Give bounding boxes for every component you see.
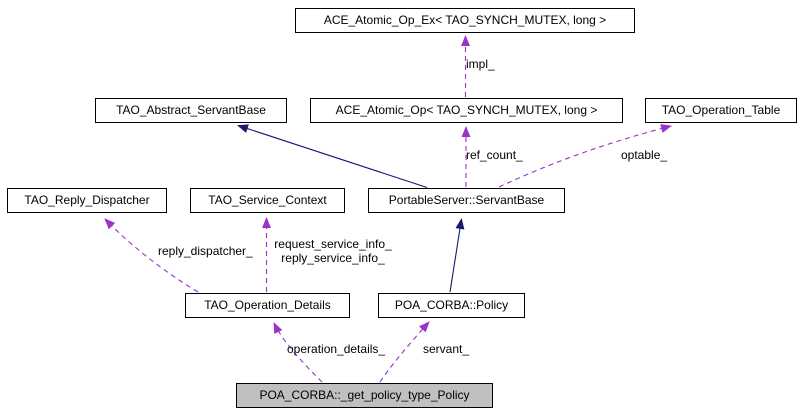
- edge-label-reply-service-info: reply_service_info_: [281, 251, 385, 265]
- node-ace-atomic-op[interactable]: ACE_Atomic_Op< TAO_SYNCH_MUTEX, long >: [310, 98, 623, 123]
- edge-label-service-info: request_service_info_ reply_service_info…: [263, 237, 403, 265]
- node-tao-abstract-servantbase[interactable]: TAO_Abstract_ServantBase: [95, 98, 287, 123]
- node-ace-atomic-op-ex[interactable]: ACE_Atomic_Op_Ex< TAO_SYNCH_MUTEX, long …: [295, 8, 635, 33]
- edge-label-ref-count: ref_count_: [466, 148, 523, 162]
- node-tao-operation-table[interactable]: TAO_Operation_Table: [645, 98, 797, 123]
- node-tao-service-context[interactable]: TAO_Service_Context: [190, 188, 345, 213]
- edge-servant-arrow: [379, 321, 430, 383]
- node-portableserver-servantbase[interactable]: PortableServer::ServantBase: [368, 188, 565, 213]
- node-tao-reply-dispatcher[interactable]: TAO_Reply_Dispatcher: [7, 188, 167, 213]
- edge-label-operation-details: operation_details_: [287, 342, 386, 356]
- edge-label-request-service-info: request_service_info_: [274, 237, 392, 251]
- node-poa-corba-policy[interactable]: POA_CORBA::Policy: [378, 293, 525, 318]
- node-get-policy-type-policy-current: POA_CORBA::_get_policy_type_Policy: [236, 383, 493, 408]
- edge-label-reply-dispatcher: reply_dispatcher_: [158, 244, 253, 258]
- edge-policy-inheritance-arrow: [449, 218, 465, 293]
- edge-label-impl: impl_: [466, 57, 495, 71]
- node-tao-operation-details[interactable]: TAO_Operation_Details: [185, 293, 350, 318]
- edge-servantbase-inheritance-arrow: [237, 124, 428, 189]
- edge-label-optable: optable_: [621, 148, 668, 162]
- edge-label-servant: servant_: [423, 342, 470, 356]
